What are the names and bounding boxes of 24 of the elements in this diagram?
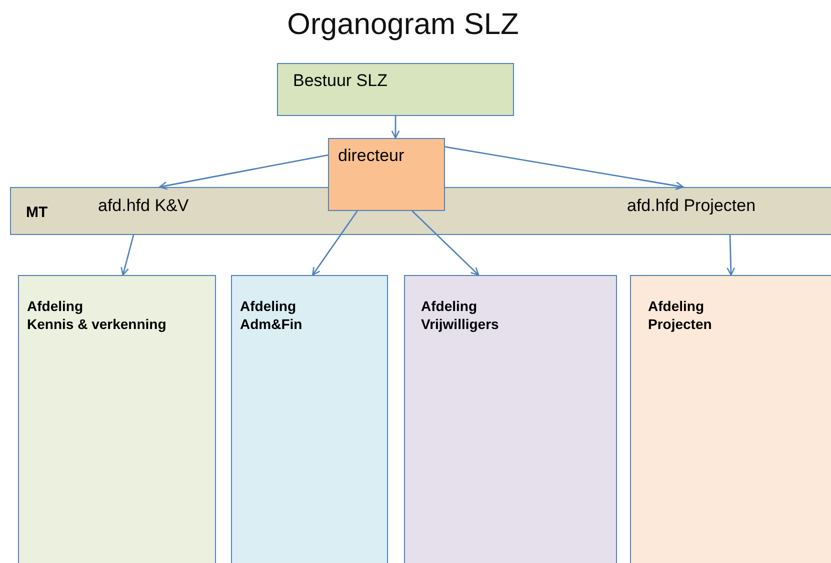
- department-box: [404, 275, 617, 563]
- arrow: [312, 210, 358, 276]
- department-title: Afdeling Vrijwilligers: [421, 298, 499, 333]
- department-box: [18, 275, 216, 563]
- board-box: [277, 63, 514, 116]
- box-label: Bestuur SLZ: [293, 70, 388, 92]
- department-title: Afdeling Projecten: [648, 298, 712, 333]
- band-heading: MT: [26, 204, 48, 223]
- box-label: directeur: [338, 145, 404, 166]
- department-box: [630, 275, 831, 563]
- arrow: [391, 116, 400, 139]
- director-box: [328, 138, 445, 211]
- department-head-label: afd.hfd K&V: [91, 188, 236, 236]
- arrow: [412, 210, 480, 276]
- management-team-band: [10, 187, 831, 235]
- department-title: Afdeling Kennis & verkenning: [27, 298, 166, 333]
- department-title: Afdeling Adm&Fin: [240, 298, 302, 333]
- department-box: [231, 275, 388, 563]
- arrow: [120, 234, 134, 276]
- arrow: [726, 234, 736, 276]
- arrow: [444, 146, 684, 190]
- arrow: [158, 154, 328, 190]
- department-head-label: afd.hfd Projecten: [623, 188, 803, 236]
- diagram-title: Organogram SLZ: [286, 8, 520, 42]
